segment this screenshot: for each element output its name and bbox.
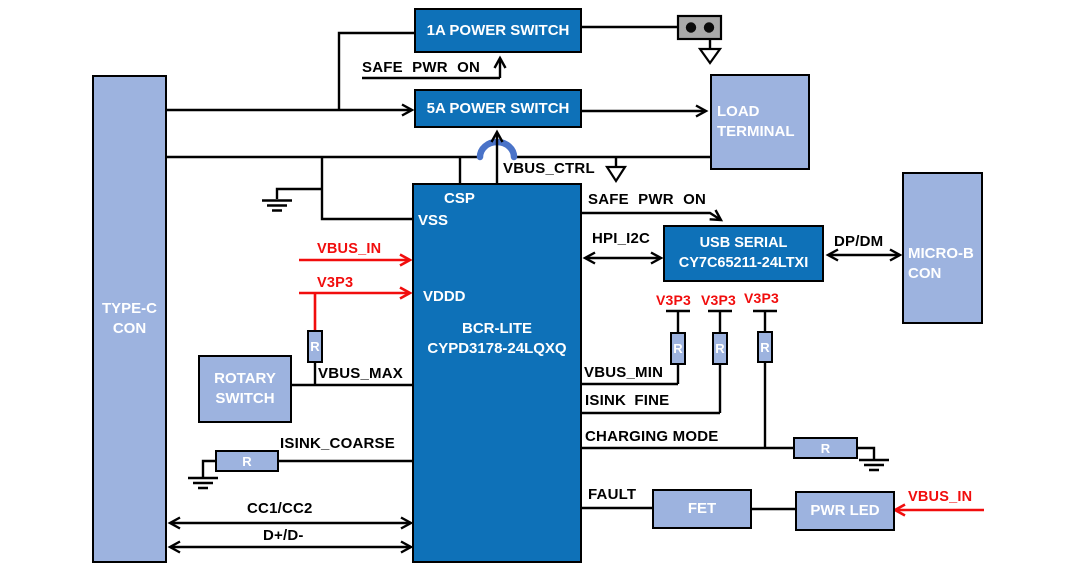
wire-v3p3-stub-1: [666, 309, 690, 332]
resistor-label: R: [715, 341, 725, 356]
fet-label: FET: [687, 500, 717, 518]
wire-safe-pwr-on-right: [581, 209, 724, 222]
down-triangle-icon: [604, 165, 628, 184]
resistor-vbus-max: R: [307, 330, 323, 363]
net-label-hpi-i2c: HPI_I2C: [592, 230, 651, 247]
pwr-led-label: PWR LED: [810, 502, 880, 520]
jumper: [676, 14, 723, 65]
net-label-cc1-cc2: CC1/CC2: [247, 500, 313, 517]
wire-v3p3-stub-3: [753, 309, 777, 332]
resistor-label: R: [310, 339, 320, 354]
net-label-v3p3-left: V3P3: [317, 275, 354, 291]
net-label-vbus-in-left: VBUS_IN: [317, 241, 382, 257]
wire-isink-fine: [581, 365, 722, 415]
net-label-v3p3-1: V3P3: [656, 292, 692, 308]
net-label-v3p3-3: V3P3: [744, 290, 780, 306]
net-label-isink-coarse: ISINK_COARSE: [280, 435, 395, 452]
rotary-switch-block: ROTARY SWITCH: [198, 355, 292, 423]
net-label-safe-pwr-on-right: SAFE PWR ON: [588, 191, 707, 208]
wire-vbus-min: [581, 365, 680, 386]
bcr-lite-block: CSP VSS VDDD BCR-LITE CYPD3178-24LQXQ: [412, 183, 582, 563]
type-c-connector-label: TYPE-C CON: [101, 300, 157, 337]
pwr-led-block: PWR LED: [795, 491, 895, 531]
ground-symbol-3: [857, 446, 889, 472]
resistor-label: R: [673, 341, 683, 356]
power-switch-1a-block: 1A POWER SWITCH: [414, 8, 582, 53]
net-label-safe-pwr-on-top: SAFE PWR ON: [362, 59, 481, 76]
resistor-charging-mode: R: [793, 437, 858, 459]
resistor-label: R: [820, 440, 831, 456]
net-label-v3p3-2: V3P3: [701, 292, 737, 308]
net-label-dp-dm: DP/DM: [834, 233, 884, 250]
net-label-vbus-ctrl: VBUS_CTRL: [503, 160, 595, 177]
power-switch-1a-label: 1A POWER SWITCH: [426, 21, 570, 39]
micro-b-connector-label: MICRO-B CON: [908, 245, 974, 282]
net-label-fault: FAULT: [588, 486, 637, 503]
power-switch-5a-label: 5A POWER SWITCH: [426, 99, 570, 117]
load-terminal-label: LOAD TERMINAL: [717, 103, 795, 140]
ground-symbol-1: [262, 187, 322, 212]
resistor-isink-coarse: R: [215, 450, 279, 472]
wire-vss-branch: [320, 157, 414, 221]
fet-block: FET: [652, 489, 752, 529]
usb-serial-label: USB SERIAL CY7C65211-24LTXI: [678, 235, 809, 271]
ground-symbol-2: [188, 459, 218, 490]
net-label-vbus-in-right: VBUS_IN: [908, 489, 973, 505]
bcr-port-vss: VSS: [418, 212, 449, 229]
bcr-port-vddd: VDDD: [423, 288, 466, 305]
net-label-isink-fine: ISINK FINE: [585, 392, 670, 409]
rotary-switch-label: ROTARY SWITCH: [214, 370, 276, 407]
power-switch-5a-block: 5A POWER SWITCH: [414, 89, 582, 128]
bcr-port-csp: CSP: [444, 190, 475, 207]
net-label-charging-mode: CHARGING MODE: [585, 428, 719, 445]
resistor-pullup-3: R: [757, 331, 773, 363]
wire-branch-to-1a-switch: [337, 31, 415, 110]
resistor-label: R: [242, 453, 252, 469]
resistor-pullup-1: R: [670, 332, 686, 365]
wire-charging-mode: [581, 363, 795, 450]
micro-b-connector-block: MICRO-B CON: [902, 172, 983, 324]
wire-v3p3-stub-2: [708, 309, 732, 332]
net-label-d-plus-d-minus: D+/D-: [263, 527, 304, 544]
resistor-pullup-2: R: [712, 332, 728, 365]
type-c-connector-block: TYPE-C CON: [92, 75, 167, 563]
load-terminal-block: LOAD TERMINAL: [710, 74, 810, 170]
net-label-vbus-min: VBUS_MIN: [584, 364, 664, 381]
usb-serial-block: USB SERIAL CY7C65211-24LTXI: [663, 225, 824, 282]
bcr-lite-name: BCR-LITE CYPD3178-24LQXQ: [427, 320, 567, 358]
net-label-vbus-max: VBUS_MAX: [318, 365, 403, 382]
down-triangle-icon: [697, 47, 723, 65]
resistor-label: R: [760, 339, 770, 355]
